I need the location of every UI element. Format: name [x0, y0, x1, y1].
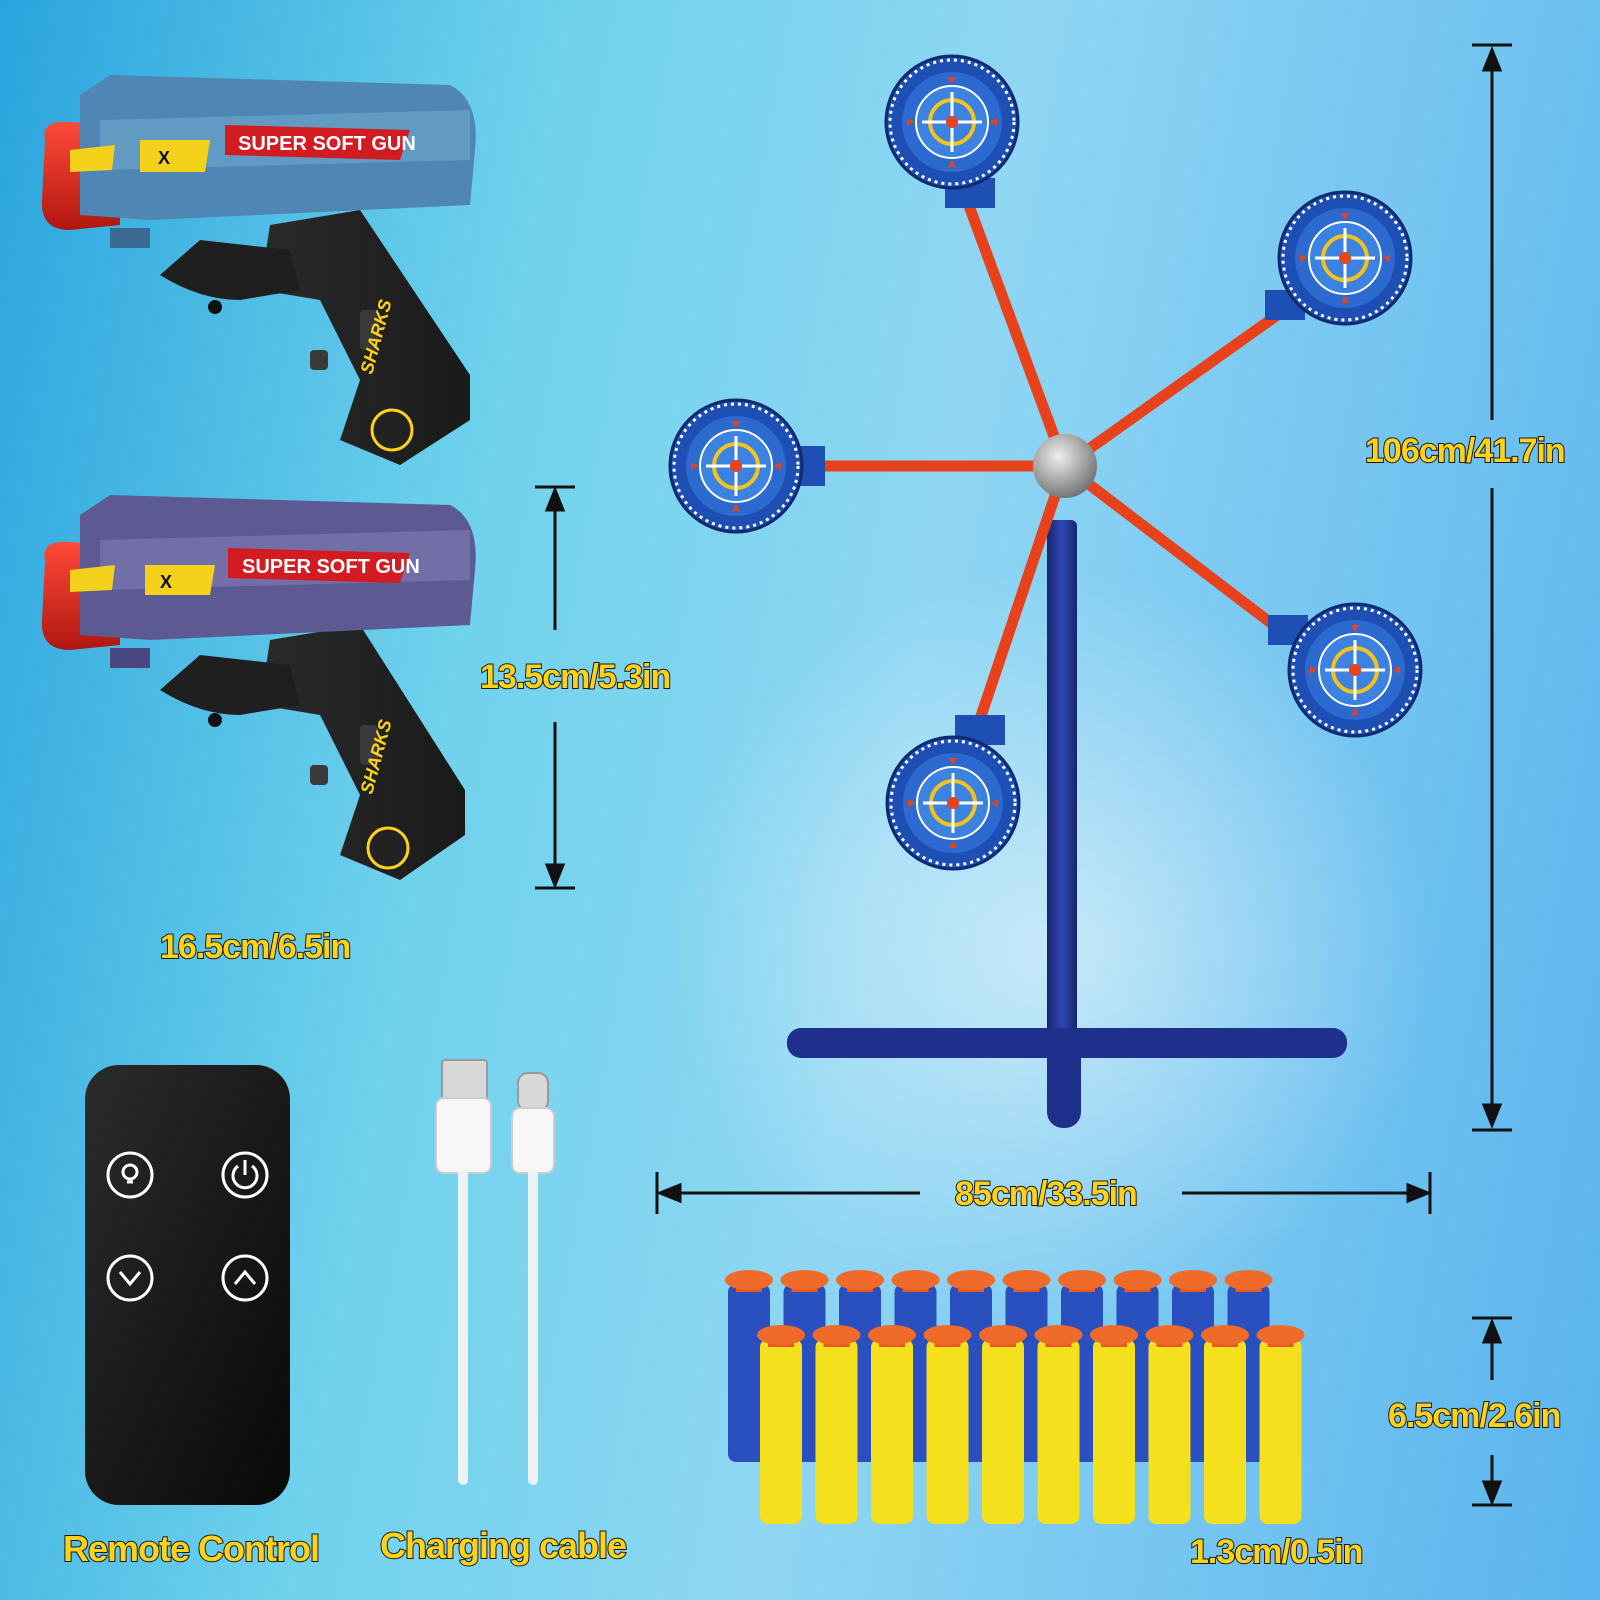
gun-length-label: 16.5cm/6.5in — [159, 927, 352, 967]
gun-dimension-lines — [535, 485, 575, 890]
blue-dart-1 — [725, 1270, 773, 1462]
gun-bottom-label-plate — [228, 548, 410, 583]
target-5 — [885, 715, 1021, 871]
gun-height-label: 13.5cm/5.3in — [479, 657, 672, 697]
yellow-dart-4 — [923, 1325, 972, 1524]
gun-top-label-plate — [225, 125, 410, 160]
yellow-dart-10 — [1256, 1325, 1305, 1524]
target-height-label: 106cm/41.7in — [1364, 431, 1567, 471]
dart-length-dimension — [1472, 1316, 1512, 1507]
target-hub — [1033, 434, 1097, 498]
dart-length-label: 6.5cm/2.6in — [1387, 1396, 1562, 1436]
power-icon[interactable] — [221, 1151, 269, 1199]
guns-illustration: SHARKS SUPER SOFT GUN X SHARKS SUPER SOF… — [41, 75, 575, 890]
target-width-label: 85cm/33.5in — [954, 1174, 1139, 1214]
target-arms — [814, 197, 1286, 731]
accessories-illustration — [85, 1059, 555, 1505]
gun-bottom-badge: X — [160, 572, 172, 592]
gun-top-badge: X — [158, 148, 170, 168]
gun-bottom: SHARKS SUPER SOFT GUN X — [41, 495, 476, 880]
yellow-dart-2 — [812, 1325, 861, 1524]
gun-bottom-label: SUPER SOFT GUN — [242, 556, 420, 578]
charging-cable — [435, 1059, 555, 1485]
yellow-dart-3 — [868, 1325, 916, 1524]
stand-base-foot — [1047, 1028, 1081, 1128]
light-icon[interactable] — [106, 1151, 154, 1199]
remote-caption: Remote Control — [62, 1527, 321, 1570]
stand-pole — [1047, 520, 1077, 1040]
target-height-dimension — [1472, 43, 1512, 1132]
target-width-dimension — [655, 1172, 1433, 1214]
target-3 — [668, 398, 825, 534]
target-1 — [884, 54, 1020, 208]
yellow-dart-9 — [1201, 1325, 1249, 1524]
grip-ring — [370, 408, 414, 452]
yellow-dart-8 — [1145, 1325, 1194, 1524]
darts-front-row — [757, 1325, 1305, 1524]
chevron-up-icon[interactable] — [221, 1254, 269, 1302]
gun-top-label: SUPER SOFT GUN — [238, 133, 416, 155]
yellow-dart-6 — [1034, 1325, 1083, 1524]
target-2 — [1265, 190, 1413, 326]
grip-ring — [366, 826, 410, 870]
yellow-dart-5 — [979, 1325, 1027, 1524]
yellow-dart-1 — [757, 1325, 805, 1524]
target-4 — [1268, 602, 1423, 738]
yellow-dart-7 — [1090, 1325, 1138, 1524]
gun-top: SHARKS SUPER SOFT GUN X — [41, 75, 476, 465]
chevron-down-icon[interactable] — [106, 1254, 154, 1302]
cable-caption: Charging cable — [379, 1524, 628, 1567]
dart-diameter-label: 1.3cm/0.5in — [1189, 1532, 1364, 1572]
